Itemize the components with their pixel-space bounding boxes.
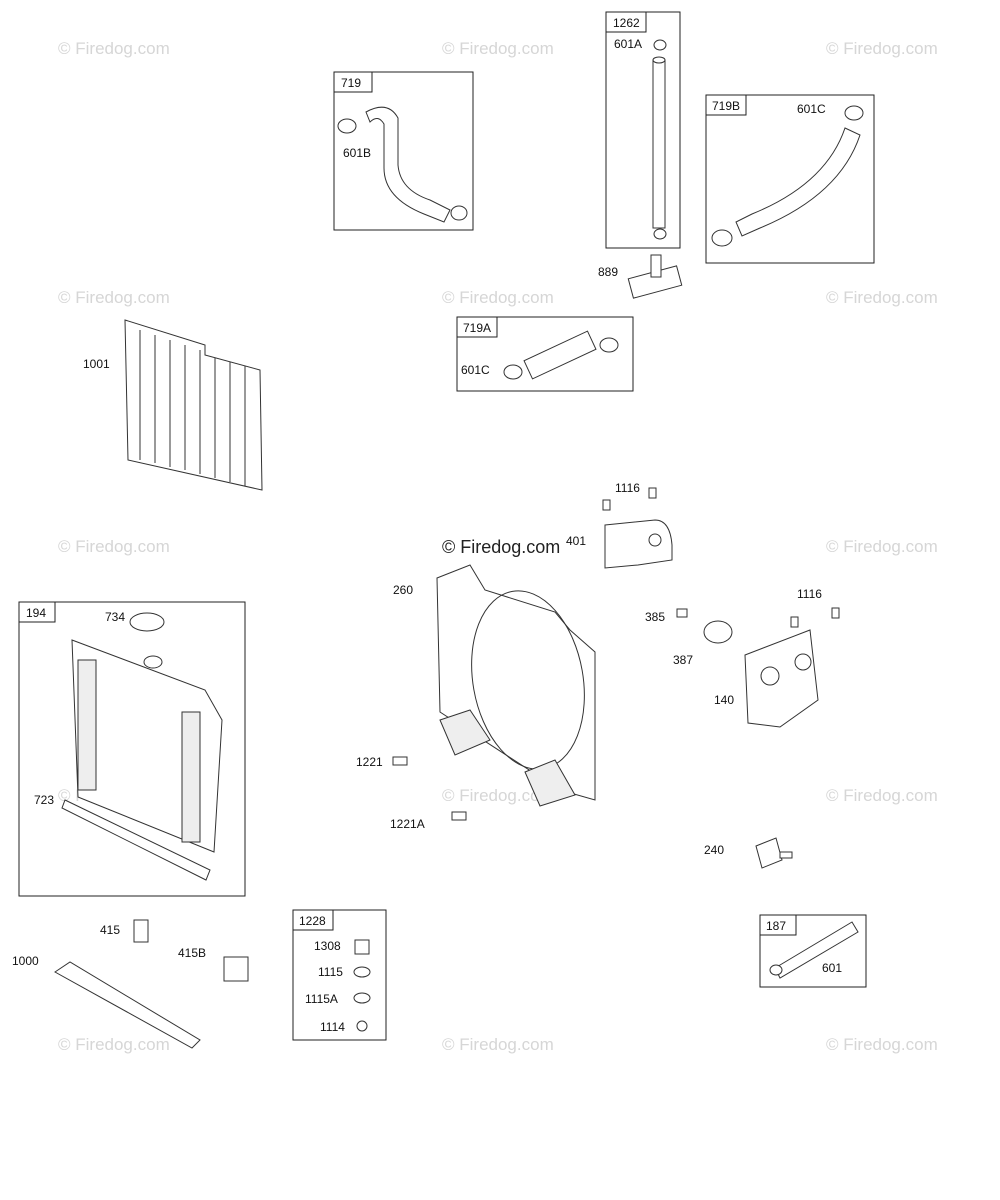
straight-hose bbox=[652, 59, 666, 229]
hose-719b bbox=[735, 127, 861, 237]
sensor-387 bbox=[703, 620, 733, 644]
watermark: © Firedog.com bbox=[826, 537, 938, 556]
callout-601a: 601A bbox=[614, 37, 642, 51]
callout-1221a: 1221A bbox=[390, 817, 425, 831]
callout-601: 601 bbox=[822, 961, 842, 975]
drain-plug bbox=[223, 956, 249, 982]
callout-723: 723 bbox=[34, 793, 54, 807]
callout-889: 889 bbox=[598, 265, 618, 279]
callout-1308: 1308 bbox=[314, 939, 341, 953]
callout-601b: 601B bbox=[343, 146, 371, 160]
callout-260: 260 bbox=[393, 583, 413, 597]
kit-1262-group: 1262 601A bbox=[605, 11, 681, 249]
callout-1001: 1001 bbox=[83, 357, 110, 371]
watermark-center: © Firedog.com bbox=[442, 537, 560, 557]
watermark: © Firedog.com bbox=[58, 537, 170, 556]
radiator-cap bbox=[129, 612, 165, 632]
watermark: © Firedog.com bbox=[826, 1035, 938, 1054]
callout-240: 240 bbox=[704, 843, 724, 857]
callout-385: 385 bbox=[645, 610, 665, 624]
seal-strip bbox=[61, 799, 211, 881]
callout-719a: 719A bbox=[463, 321, 491, 335]
kit-187-group: 187 601 bbox=[759, 914, 867, 988]
callout-415b: 415B bbox=[178, 946, 206, 960]
bolts-group: 1221 1221A bbox=[356, 755, 467, 831]
part-889-group: 889 bbox=[598, 254, 683, 299]
callout-1115a: 1115A bbox=[305, 992, 338, 1006]
callout-1116-right: 1116 bbox=[797, 587, 822, 601]
callout-1262: 1262 bbox=[613, 16, 640, 30]
callout-187: 187 bbox=[766, 919, 786, 933]
watermark: © Firedog.com bbox=[442, 39, 554, 58]
watermark: © Firedog.com bbox=[826, 786, 938, 805]
part-260-group: 260 bbox=[393, 564, 596, 807]
callout-601c: 601C bbox=[797, 102, 826, 116]
kit-194-group: 194 734 723 bbox=[18, 601, 246, 897]
callout-1115: 1115 bbox=[318, 965, 343, 979]
callout-719: 719 bbox=[341, 76, 361, 90]
watermark: © Firedog.com bbox=[826, 39, 938, 58]
watermark: © Firedog.com bbox=[442, 786, 554, 805]
watermark: © Firedog.com bbox=[58, 1035, 170, 1054]
shroud-panel bbox=[124, 319, 263, 491]
watermark: © Firedog.com bbox=[826, 288, 938, 307]
hose-719 bbox=[365, 106, 451, 223]
callout-1221: 1221 bbox=[356, 755, 383, 769]
callout-194: 194 bbox=[26, 606, 46, 620]
part-401-group: 1116 401 bbox=[566, 481, 673, 569]
callout-140: 140 bbox=[714, 693, 734, 707]
watermark-layer: © Firedog.com © Firedog.com © Firedog.co… bbox=[58, 39, 938, 1054]
clamp-icon bbox=[337, 118, 357, 134]
watermark: © Firedog.com bbox=[58, 288, 170, 307]
callout-1114: 1114 bbox=[320, 1020, 345, 1034]
watermark: © Firedog.com bbox=[58, 39, 170, 58]
hose-719a bbox=[523, 330, 597, 380]
kit-719b-group: 719B 601C bbox=[705, 94, 875, 264]
callout-1000: 1000 bbox=[12, 954, 39, 968]
part-1001-group: 1001 bbox=[83, 319, 263, 491]
callout-1116: 1116 bbox=[615, 481, 640, 495]
kit-1228-group: 1228 1308 1115 1115A 1114 bbox=[292, 909, 387, 1041]
thermostat-group: 385 1116 387 140 bbox=[645, 587, 840, 728]
kit-719a-group: 719A 601C bbox=[456, 316, 634, 392]
fan-shroud bbox=[436, 564, 596, 801]
callout-719b: 719B bbox=[712, 99, 740, 113]
bracket-401 bbox=[604, 519, 673, 569]
bracket-140 bbox=[744, 629, 819, 728]
callout-734: 734 bbox=[105, 610, 125, 624]
watermark: © Firedog.com bbox=[442, 288, 554, 307]
kit-719-group: 719 601B bbox=[333, 71, 474, 231]
support-bar bbox=[54, 961, 201, 1049]
callout-1228: 1228 bbox=[299, 914, 326, 928]
callout-415: 415 bbox=[100, 923, 120, 937]
sensor-240 bbox=[755, 837, 783, 869]
watermark: © Firedog.com bbox=[442, 1035, 554, 1054]
part-240-group: 240 bbox=[704, 837, 793, 869]
drain-valve bbox=[133, 919, 149, 943]
callout-601c-mid: 601C bbox=[461, 363, 490, 377]
drain-group: 415 415B 1000 bbox=[12, 919, 249, 1049]
callout-401: 401 bbox=[566, 534, 586, 548]
callout-387: 387 bbox=[673, 653, 693, 667]
